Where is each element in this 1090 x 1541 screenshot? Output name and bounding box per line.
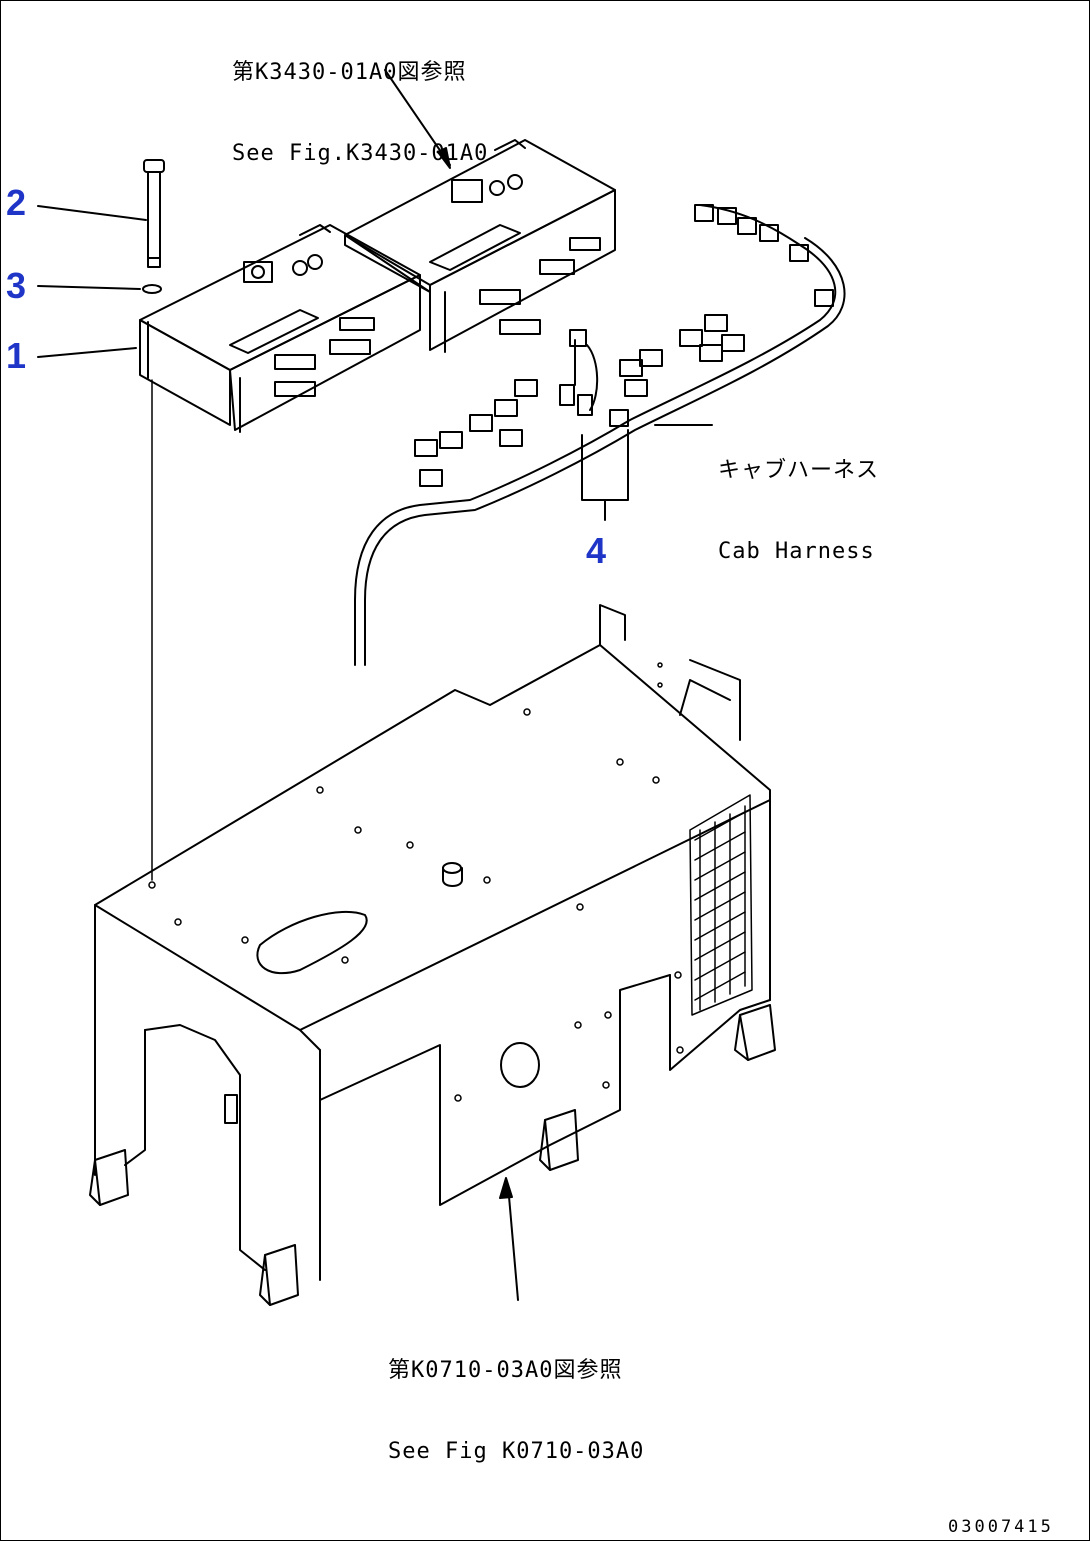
- callout-3: 3: [6, 265, 27, 306]
- cab-harness: [354, 204, 846, 666]
- top-reference-jp: 第K3430-01A0図参照: [232, 60, 467, 85]
- callout-4: 4: [586, 530, 607, 571]
- harness-label-en: Cab Harness: [718, 539, 875, 564]
- leader-bottom-reference: [499, 1177, 519, 1301]
- bottom-reference: 第K0710-03A0図参照 See Fig K0710-03A0: [388, 1303, 644, 1492]
- vent-grille: [689, 794, 753, 1016]
- mounting-holes: [148, 662, 684, 1102]
- top-reference: 第K3430-01A0図参照 See Fig.K3430-01A0: [232, 5, 488, 194]
- bolt: [143, 159, 165, 268]
- leader-callout-4: [581, 429, 629, 521]
- bottom-reference-jp: 第K0710-03A0図参照: [388, 1358, 623, 1383]
- foot-pads: [89, 1004, 776, 1306]
- leader-top-reference: [384, 69, 451, 169]
- drawing-number: 03007415: [948, 1517, 1054, 1537]
- leader-callout-1: [37, 347, 137, 358]
- base-frame: [94, 604, 771, 1281]
- leader-callout-2: [37, 205, 147, 221]
- harness-label-jp: キャブハーネス: [718, 458, 880, 483]
- bottom-reference-en: See Fig K0710-03A0: [388, 1439, 645, 1464]
- controller-box-right: [344, 139, 616, 353]
- callout-2: 2: [6, 182, 27, 223]
- harness-label: キャブハーネス Cab Harness: [718, 403, 879, 592]
- callout-1: 1: [6, 335, 27, 376]
- washer: [142, 284, 162, 294]
- leader-callout-3: [37, 285, 141, 290]
- controller-box-left: [139, 224, 421, 433]
- top-reference-en: See Fig.K3430-01A0: [232, 141, 489, 166]
